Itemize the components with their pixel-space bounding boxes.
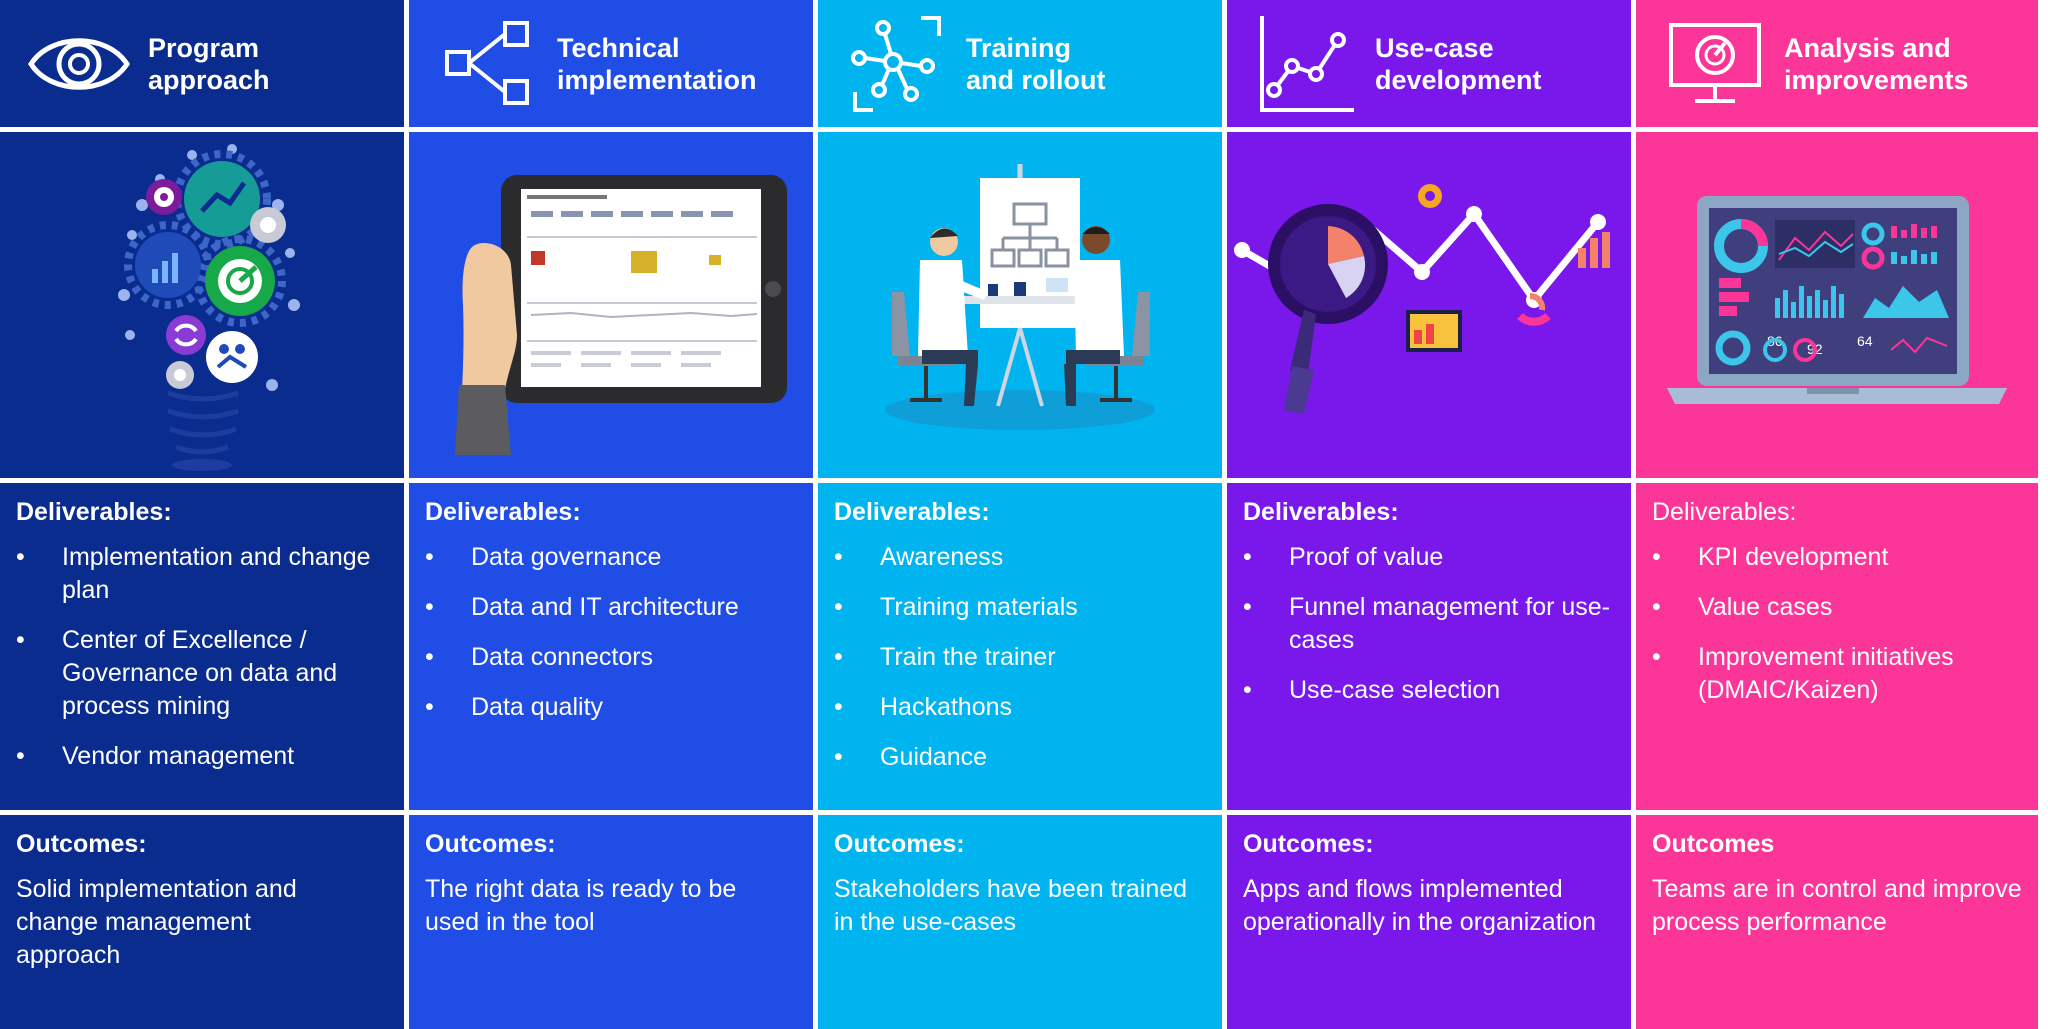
list-item: Center of Excellence / Governance on dat…	[16, 624, 388, 723]
deliverables-heading: Deliverables:	[834, 498, 990, 526]
eye-icon	[24, 9, 134, 119]
deliverables-list: Data governance Data and IT architecture…	[425, 541, 797, 724]
outcomes-heading: Outcomes:	[834, 830, 965, 858]
list-item: Hackathons	[834, 691, 1206, 724]
list-item: Value cases	[1652, 591, 2022, 624]
network-nodes-icon	[433, 9, 543, 119]
list-item: Train the trainer	[834, 641, 1206, 674]
list-item: Data governance	[425, 541, 797, 574]
meeting-whiteboard-illustration	[885, 164, 1155, 430]
header-use-case-development: Use-case development	[1227, 0, 1636, 132]
gauge-monitor-icon	[1660, 9, 1770, 119]
illustration-program-approach	[0, 132, 409, 483]
outcome-text: Solid implementation and change manageme…	[16, 875, 297, 969]
list-item: KPI development	[1652, 541, 2022, 574]
outcomes-analysis-improvements: Outcomes Teams are in control and improv…	[1636, 815, 2038, 1029]
line-chart-icon	[1251, 9, 1361, 119]
outcomes-program-approach: Outcomes: Solid implementation and chang…	[0, 815, 409, 1029]
illustration-technical-implementation	[409, 132, 818, 483]
tablet-dashboard-illustration	[455, 175, 787, 455]
outcomes-technical-implementation: Outcomes: The right data is ready to be …	[409, 815, 818, 1029]
illustration-use-case-development	[1227, 132, 1636, 483]
deliverables-use-case-development: Deliverables: Proof of value Funnel mana…	[1227, 483, 1636, 815]
column-title: Training and rollout	[966, 32, 1106, 95]
illustration-analysis-improvements: 86 92 64	[1636, 132, 2038, 483]
list-item: Proof of value	[1243, 541, 1615, 574]
column-title: Analysis and improvements	[1784, 32, 1969, 95]
column-title: Program approach	[148, 32, 270, 95]
outcomes-training-rollout: Outcomes: Stakeholders have been trained…	[818, 815, 1227, 1029]
outcomes-heading: Outcomes:	[1243, 830, 1374, 858]
outcomes-heading: Outcomes:	[425, 830, 556, 858]
magnifier-analytics-illustration	[1234, 184, 1610, 414]
header-training-rollout: Training and rollout	[818, 0, 1227, 132]
list-item: Awareness	[834, 541, 1206, 574]
outcomes-use-case-development: Outcomes: Apps and flows implemented ope…	[1227, 815, 1636, 1029]
deliverables-list: Awareness Training materials Train the t…	[834, 541, 1206, 774]
molecule-icon	[842, 9, 952, 119]
list-item: Data and IT architecture	[425, 591, 797, 624]
header-technical-implementation: Technical implementation	[409, 0, 818, 132]
outcome-text: Stakeholders have been trained in the us…	[834, 875, 1188, 936]
illustration-training-rollout	[818, 132, 1227, 483]
list-item: Implementation and change plan	[16, 541, 388, 607]
deliverables-program-approach: Deliverables: Implementation and change …	[0, 483, 409, 815]
dashboard-kpi-c: 64	[1857, 333, 1873, 349]
column-title: Technical implementation	[557, 32, 757, 95]
list-item: Use-case selection	[1243, 674, 1615, 707]
outcome-text: Apps and flows implemented operationally…	[1243, 875, 1597, 936]
laptop-dashboard-illustration: 86 92 64	[1667, 196, 2007, 404]
deliverables-heading: Deliverables:	[16, 498, 172, 526]
outcome-text: The right data is ready to be used in th…	[425, 875, 737, 936]
header-analysis-improvements: Analysis and improvements	[1636, 0, 2038, 132]
column-title: Use-case development	[1375, 32, 1542, 95]
header-program-approach: Program approach	[0, 0, 409, 132]
deliverables-list: Implementation and change plan Center of…	[16, 541, 388, 773]
deliverables-heading: Deliverables:	[425, 498, 581, 526]
list-item: Funnel management for use-cases	[1243, 591, 1615, 657]
deliverables-list: KPI development Value cases Improvement …	[1652, 541, 2022, 707]
list-item: Data quality	[425, 691, 797, 724]
deliverables-training-rollout: Deliverables: Awareness Training materia…	[818, 483, 1227, 815]
gear-lightbulb-illustration	[118, 144, 300, 471]
outcomes-heading: Outcomes	[1652, 830, 1775, 858]
list-item: Data connectors	[425, 641, 797, 674]
list-item: Vendor management	[16, 740, 388, 773]
deliverables-analysis-improvements: Deliverables: KPI development Value case…	[1636, 483, 2038, 815]
deliverables-heading: Deliverables:	[1243, 498, 1399, 526]
outcomes-heading: Outcomes:	[16, 830, 147, 858]
deliverables-heading: Deliverables:	[1652, 498, 1797, 526]
deliverables-list: Proof of value Funnel management for use…	[1243, 541, 1615, 707]
list-item: Training materials	[834, 591, 1206, 624]
list-item: Improvement initiatives (DMAIC/Kaizen)	[1652, 641, 2022, 707]
outcome-text: Teams are in control and improve process…	[1652, 875, 2022, 936]
list-item: Guidance	[834, 741, 1206, 774]
deliverables-technical-implementation: Deliverables: Data governance Data and I…	[409, 483, 818, 815]
